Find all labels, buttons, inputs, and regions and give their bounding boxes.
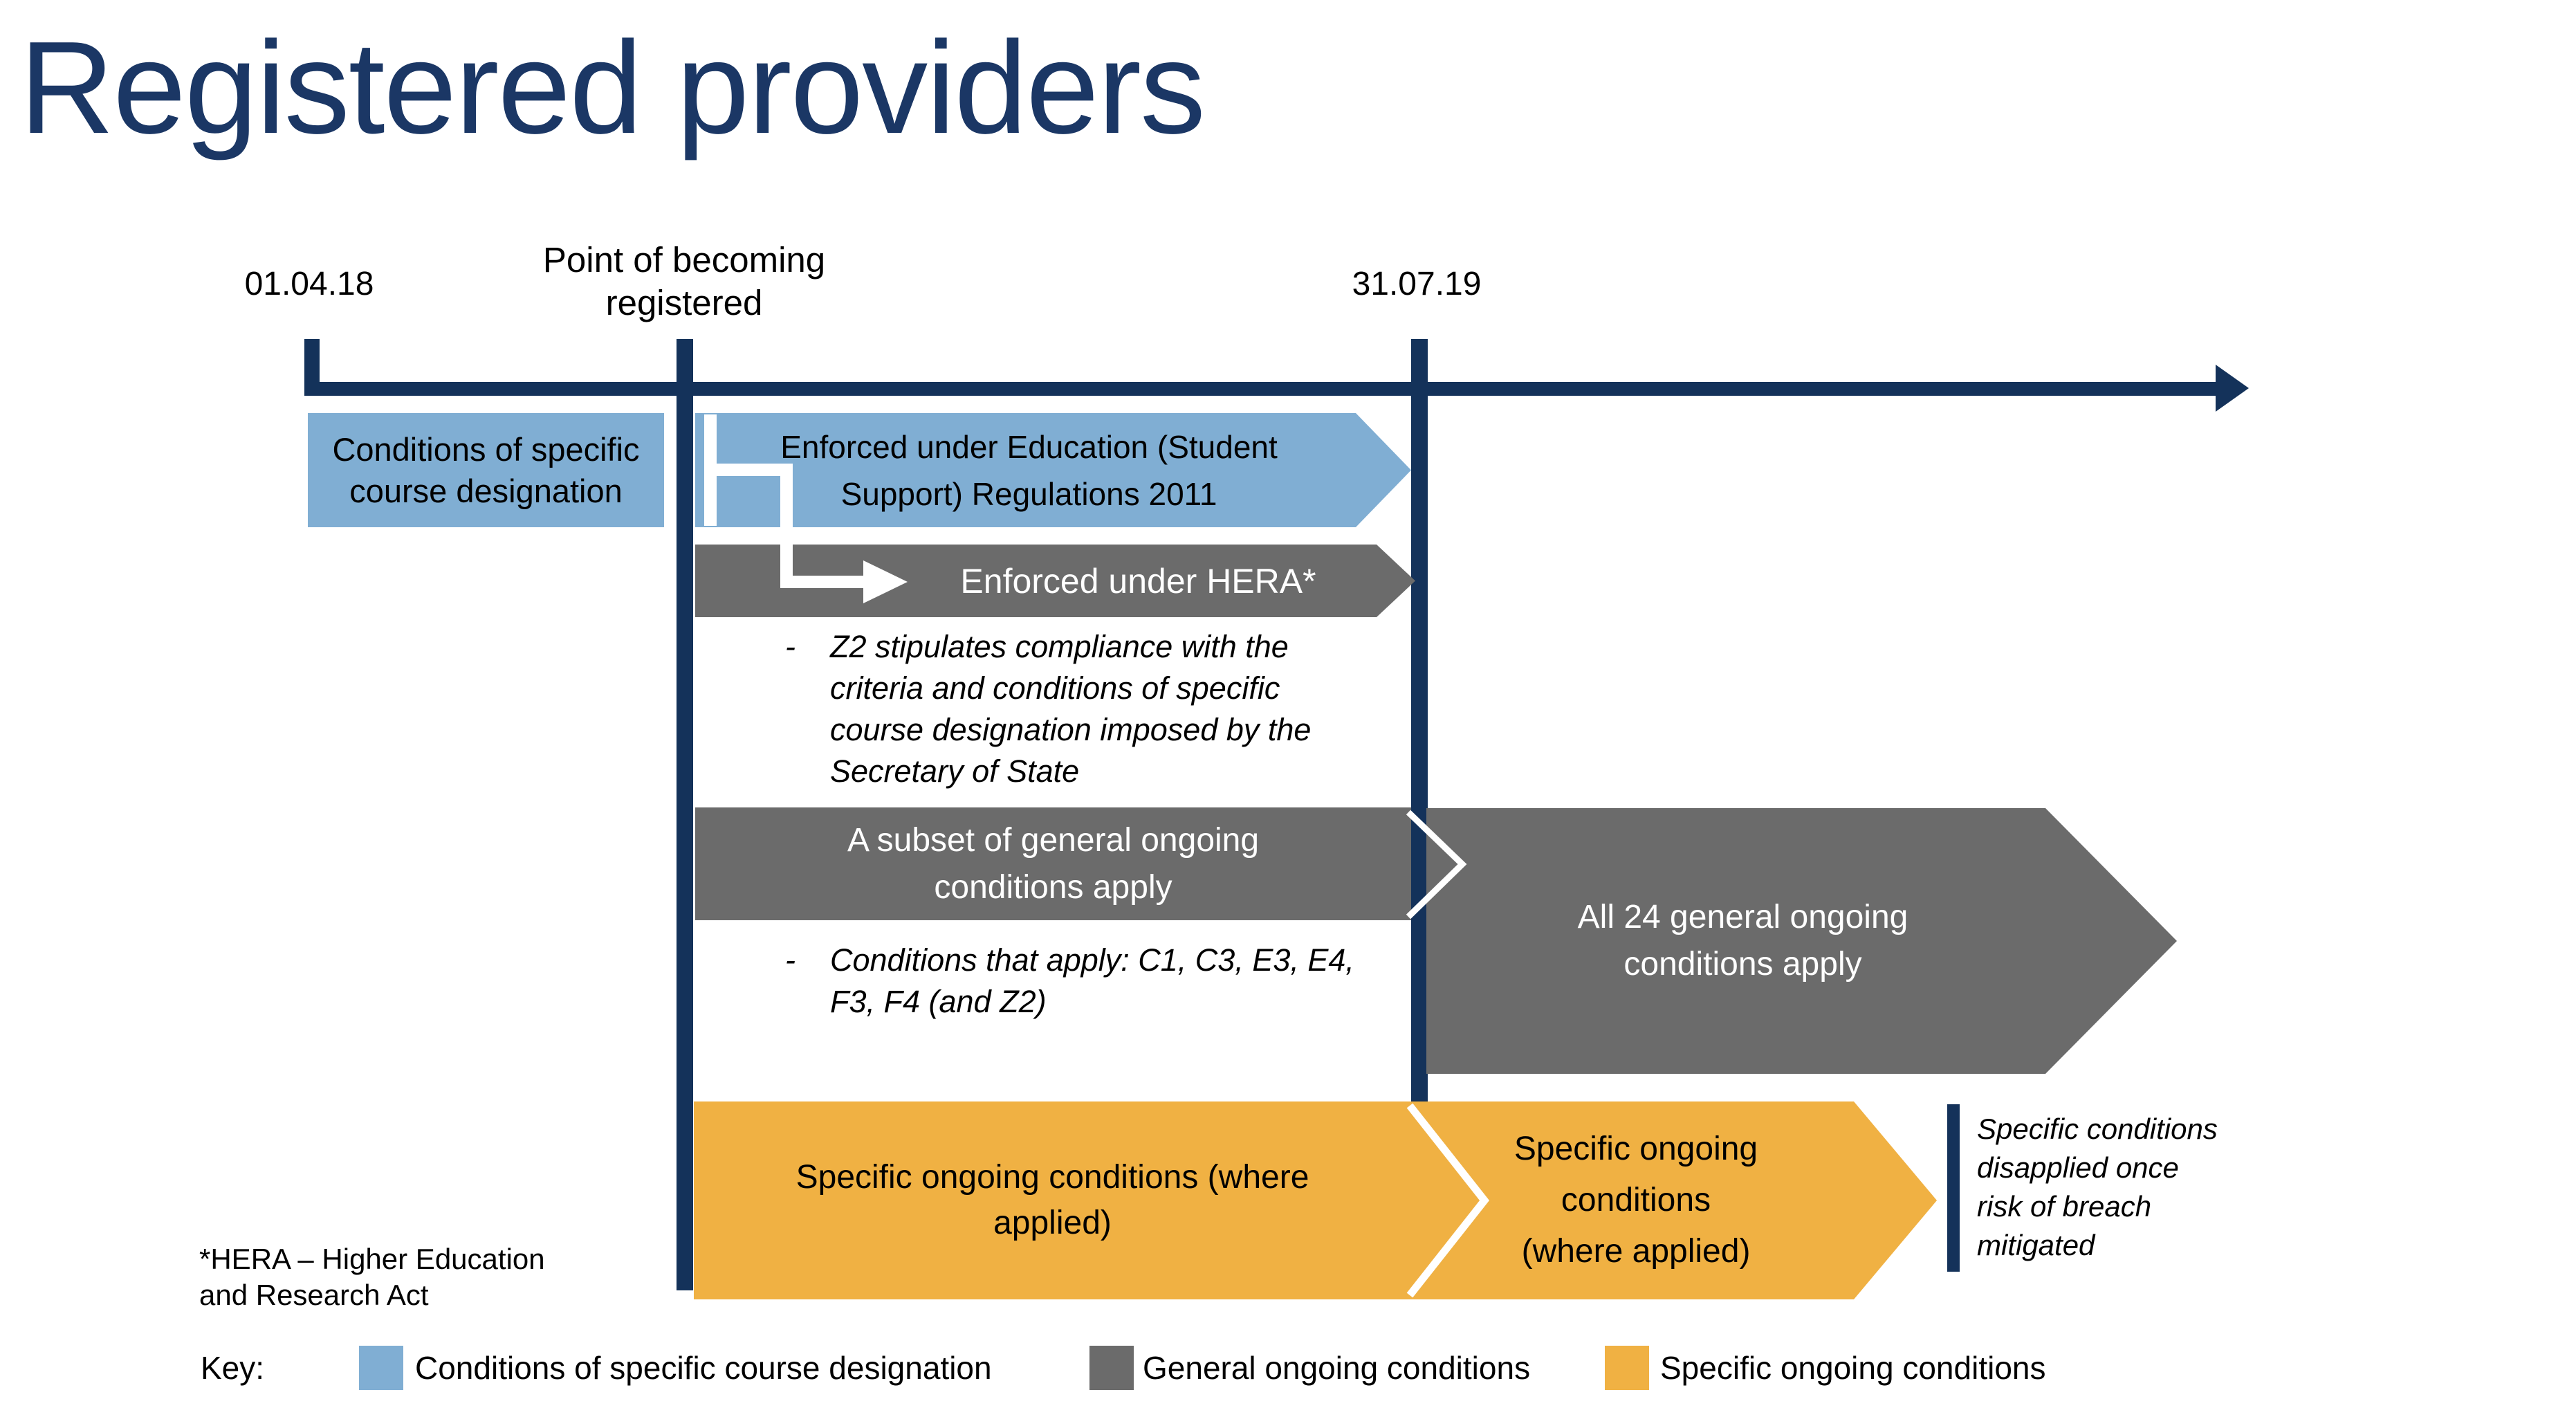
timeline-axis: [309, 382, 2217, 396]
registration-vertical-line: [677, 339, 693, 1290]
timeline-registration-label-line1: Point of becoming: [542, 240, 826, 280]
disapplied-note: Specific conditions disapplied once risk…: [1977, 1113, 2218, 1261]
conditions-note-dash: -: [785, 942, 795, 978]
all-general-line2: conditions apply: [1623, 946, 1862, 982]
z2-note: - Z2 stipulates compliance with the crit…: [785, 626, 1442, 792]
page-title: Registered providers: [19, 15, 1206, 161]
specific-post-line3: (where applied): [1521, 1233, 1751, 1270]
timeline-end-date: 31.07.19: [1352, 266, 1482, 302]
conditions-that-apply-note: - Conditions that apply: C1, C3, E3, E4,…: [785, 940, 1442, 1023]
timeline-registration-label-line2: registered: [605, 283, 763, 322]
hera-arrow-label: Enforced under HERA*: [960, 561, 1316, 601]
course-designation-line2: course designation: [349, 472, 623, 509]
key-swatch-specific-ongoing: [1605, 1346, 1649, 1390]
specific-post-line1: Specific ongoing: [1514, 1131, 1758, 1167]
timeline-start-date: 01.04.18: [244, 266, 374, 302]
key-swatch-course-designation: [359, 1346, 403, 1390]
disapplied-note-bar: [1947, 1104, 1960, 1272]
z2-note-dash: -: [785, 629, 795, 664]
key-item-specific-ongoing: Specific ongoing conditions: [1660, 1350, 2046, 1386]
timeline-arrowhead-icon: [2216, 365, 2249, 412]
education-regulations-arrow: Enforced under Education (Student Suppor…: [695, 413, 1411, 527]
subset-general-conditions-band: A subset of general ongoing conditions a…: [695, 807, 1411, 920]
subset-line1: A subset of general ongoing: [847, 821, 1260, 859]
specific-pre-line1: Specific ongoing conditions (where: [795, 1159, 1309, 1196]
subset-line2: conditions apply: [934, 868, 1172, 906]
specific-pre-line2: applied): [993, 1205, 1112, 1241]
key-item-general-ongoing: General ongoing conditions: [1143, 1350, 1531, 1386]
education-regulations-line1: Enforced under Education (Student: [780, 428, 1278, 465]
all-general-line1: All 24 general ongoing: [1577, 899, 1908, 935]
specific-conditions-arrow-post: Specific ongoing conditions (where appli…: [1411, 1101, 1937, 1299]
timeline-registration-label: Point of becoming registered: [477, 239, 892, 324]
key-label: Key:: [201, 1350, 265, 1386]
key-swatch-general-ongoing: [1089, 1346, 1134, 1390]
all-general-conditions-arrow: All 24 general ongoing conditions apply: [1426, 808, 2177, 1074]
specific-post-line2: conditions: [1561, 1182, 1711, 1218]
course-designation-line1: Conditions of specific: [332, 430, 640, 468]
conditions-note-text: Conditions that apply: C1, C3, E3, E4, F…: [830, 942, 1354, 1019]
hera-arrow: Enforced under HERA*: [695, 545, 1415, 617]
timeline-tick-start: [304, 339, 320, 396]
hera-footnote: *HERA – Higher Education and Research Ac…: [199, 1243, 545, 1311]
course-designation-box: Conditions of specific course designatio…: [308, 413, 664, 527]
z2-note-text: Z2 stipulates compliance with the criter…: [830, 629, 1312, 789]
education-regulations-line2: Support) Regulations 2011: [840, 475, 1217, 512]
specific-conditions-band-pre: Specific ongoing conditions (where appli…: [694, 1101, 1411, 1299]
key-item-course-designation: Conditions of specific course designatio…: [415, 1350, 992, 1386]
